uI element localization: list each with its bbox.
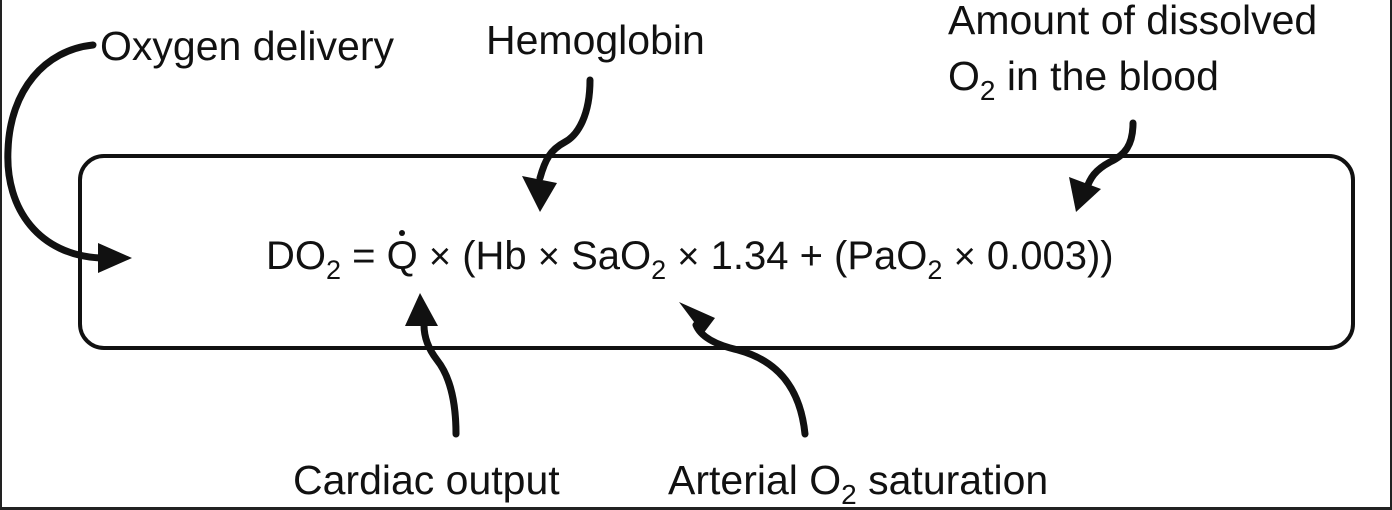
hemoglobin-arrow [522, 76, 594, 212]
arterial-o2-subscript: 2 [841, 479, 857, 510]
formula-pao-subscript: 2 [927, 255, 943, 285]
formula-do: DO [266, 234, 326, 278]
bottom-border [0, 507, 1392, 510]
formula-equals: = [341, 234, 387, 278]
formula-do-subscript: 2 [326, 255, 342, 285]
times-symbol-1: × [428, 236, 452, 278]
dissolved-oxygen-arrow [1069, 119, 1137, 212]
dissolved-o2-subscript: 2 [979, 75, 996, 106]
dissolved-oxygen-label-line1: Amount of dissolved [948, 0, 1318, 43]
oxygen-delivery-label: Oxygen delivery [100, 23, 394, 69]
dissolved-suffix-text: in the blood [995, 53, 1219, 99]
dissolved-o-text: O [948, 53, 980, 99]
left-border [0, 0, 2, 510]
formula-hb: (Hb [451, 234, 538, 278]
oxygen-delivery-formula: DO2 = Q × (Hb × SaO2 × 1.34 + (PaO2 × 0.… [266, 230, 1114, 284]
oxygen-delivery-arrow [4, 41, 132, 273]
formula-q-dot: Q [386, 230, 418, 278]
arterial-saturation-arrow [679, 302, 809, 438]
dissolved-oxygen-label-line2: O2 in the blood [948, 53, 1219, 105]
formula-sao: SaO [559, 234, 652, 278]
formula-constant-134: 1.34 + (PaO [699, 234, 928, 278]
cardiac-output-arrow [405, 293, 460, 438]
times-symbol-2: × [537, 236, 560, 278]
arterial-saturation-label: Arterial O2 saturation [668, 457, 1049, 509]
arterial-prefix-text: Arterial O [668, 457, 842, 503]
arterial-suffix-text: saturation [856, 457, 1049, 503]
hemoglobin-label: Hemoglobin [486, 17, 705, 63]
times-symbol-4: × [953, 236, 976, 278]
times-symbol-3: × [677, 236, 700, 278]
cardiac-output-label: Cardiac output [293, 457, 560, 503]
right-border [1390, 0, 1392, 510]
formula-sao-subscript: 2 [651, 255, 667, 285]
formula-constant-0003: 0.003)) [975, 234, 1114, 278]
